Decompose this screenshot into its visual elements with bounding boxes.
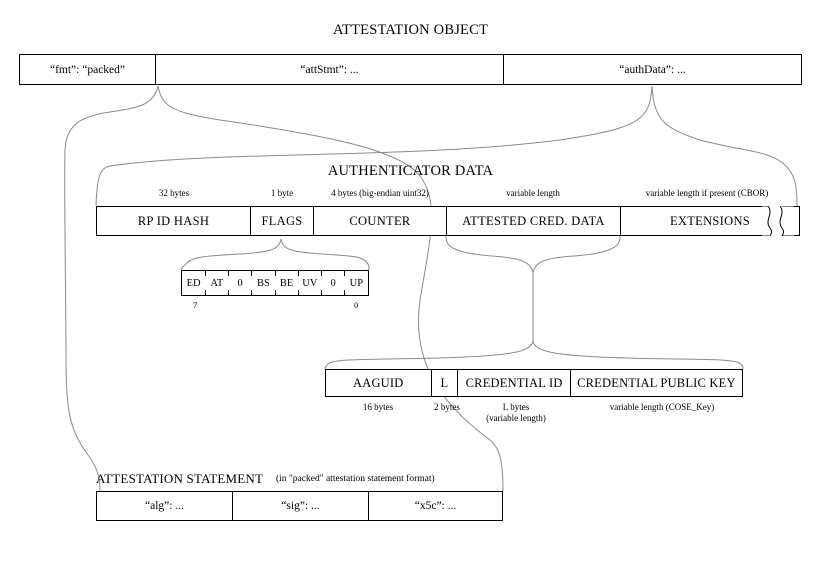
connector-cred-brace-right [532, 235, 621, 274]
attestation-statement-row: “alg”: ... “sig”: ... “x5c”: ... [96, 491, 503, 521]
attested-credential-data-row: AAGUID L CREDENTIAL ID CREDENTIAL PUBLIC… [325, 369, 743, 397]
flags-low-bit-index: 0 [354, 300, 359, 310]
size-label-aaguid: 16 bytes [362, 402, 394, 412]
field-sig: “sig”: ... [233, 492, 369, 520]
authenticator-data-row: RP ID HASH FLAGS COUNTER ATTESTED CRED. … [96, 206, 800, 236]
field-counter: COUNTER [314, 207, 447, 235]
size-label-credential-id: L bytes (variable length) [468, 402, 564, 424]
flag-bit-reserved-1: 0 [320, 271, 345, 295]
field-credential-public-key: CREDENTIAL PUBLIC KEY [577, 375, 736, 390]
flag-bit-be: BE [274, 271, 298, 295]
authenticator-data-title: AUTHENTICATOR DATA [327, 163, 494, 179]
size-label-flags: 1 byte [270, 188, 294, 198]
field-extensions: EXTENSIONS [669, 213, 751, 228]
flag-bit-reserved-5: 0 [227, 271, 252, 295]
diagram-title: ATTESTATION OBJECT [332, 22, 489, 38]
attestation-statement-subtitle: (in "packed" attestation statement forma… [276, 474, 435, 484]
size-label-credential-public-key: variable length (COSE_Key) [609, 402, 715, 412]
field-aaguid: AAGUID [326, 370, 432, 396]
field-credential-id: CREDENTIAL ID [458, 370, 571, 396]
size-label-counter: 4 bytes (big-endian uint32) [331, 188, 429, 198]
field-fmt: “fmt”: “packed” [20, 55, 156, 84]
field-alg: “alg”: ... [97, 492, 233, 520]
flags-high-bit-index: 7 [193, 300, 198, 310]
size-label-credential-id-line1: L bytes [502, 402, 530, 412]
connector-flags-left [180, 238, 282, 271]
size-label-extensions: variable length if present (CBOR) [645, 188, 769, 198]
connector-cred-fan-left [324, 340, 534, 370]
size-label-rp-id-hash: 32 bytes [158, 188, 190, 198]
field-authdata: “authData”: ... [619, 63, 686, 76]
size-label-attested-cred-data: variable length [506, 188, 560, 198]
connector-flags-right [280, 238, 370, 271]
field-credential-id-length: L [432, 370, 459, 396]
field-x5c: “x5c”: ... [414, 500, 457, 512]
flags-bit-field: ED AT 0 BS BE UV 0 UP [181, 270, 369, 296]
connector-cred-brace-left [445, 235, 534, 274]
flag-bit-up: UP [344, 271, 368, 295]
connector-cred-fan-right [532, 340, 744, 370]
flag-bit-ed: ED [186, 277, 201, 289]
size-label-credential-id-length: 2 bytes [434, 402, 460, 412]
field-flags: FLAGS [251, 207, 314, 235]
field-attstmt: “attStmt”: ... [156, 55, 504, 84]
flag-bit-at: AT [204, 271, 228, 295]
connector-attstmt-left [64, 85, 159, 492]
size-label-credential-id-line2: (variable length) [486, 413, 546, 423]
flag-bit-bs: BS [251, 271, 275, 295]
break-marker-icon [762, 206, 794, 236]
field-rp-id-hash: RP ID HASH [97, 207, 251, 235]
attestation-object-row: “fmt”: “packed” “attStmt”: ... “authData… [19, 54, 802, 85]
field-attested-cred-data: ATTESTED CRED. DATA [447, 207, 621, 235]
flag-bit-uv: UV [297, 271, 321, 295]
attestation-statement-title: ATTESTATION STATEMENT [96, 471, 264, 486]
